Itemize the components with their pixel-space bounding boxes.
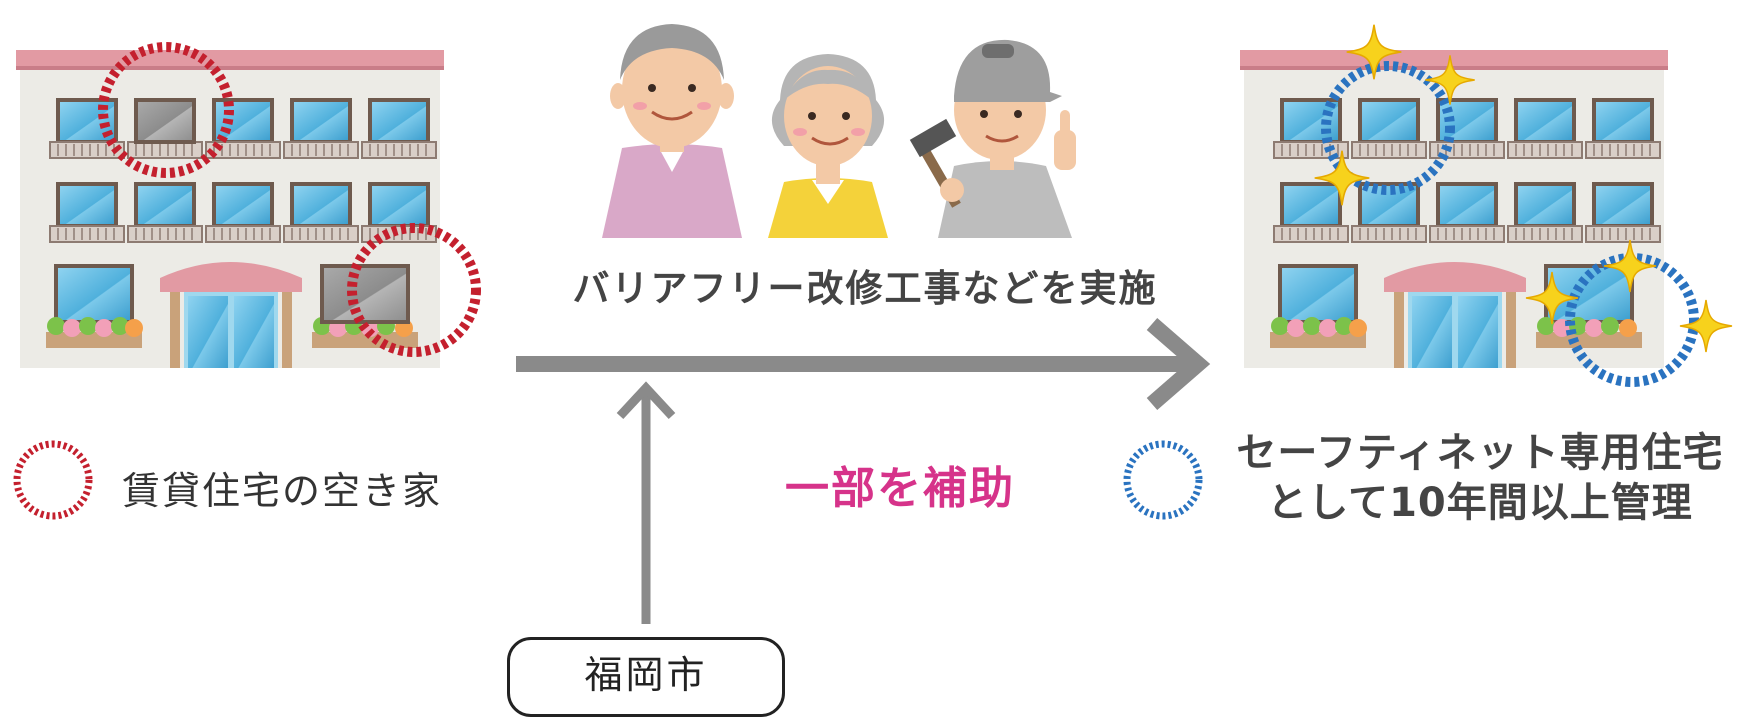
funder-box: 福岡市 [507,637,785,717]
elderly-woman-icon [768,54,888,238]
vacant-apartment-icon [16,50,444,368]
safety-net-housing-label: セーフティネット専用住宅 として10年間以上管理 [1220,428,1740,528]
managed-legend-ring [1123,440,1203,520]
vacant-legend-ring [13,440,93,520]
safety-net-label-line2: として10年間以上管理 [1267,480,1693,526]
subsidy-arrow [616,381,676,624]
subsidy-label: 一部を補助 [785,463,1015,514]
process-arrow [516,317,1211,411]
elderly-man-icon [602,24,742,238]
action-caption: バリアフリー改修工事などを実施 [572,267,1158,310]
worker-with-hammer-icon [909,39,1076,238]
vacant-marker-ring [98,42,481,357]
vacant-house-label: 賃貸住宅の空き家 [122,469,443,513]
safety-net-label-line1: セーフティネット専用住宅 [1236,430,1724,476]
renovated-apartment-icon [1240,50,1668,368]
